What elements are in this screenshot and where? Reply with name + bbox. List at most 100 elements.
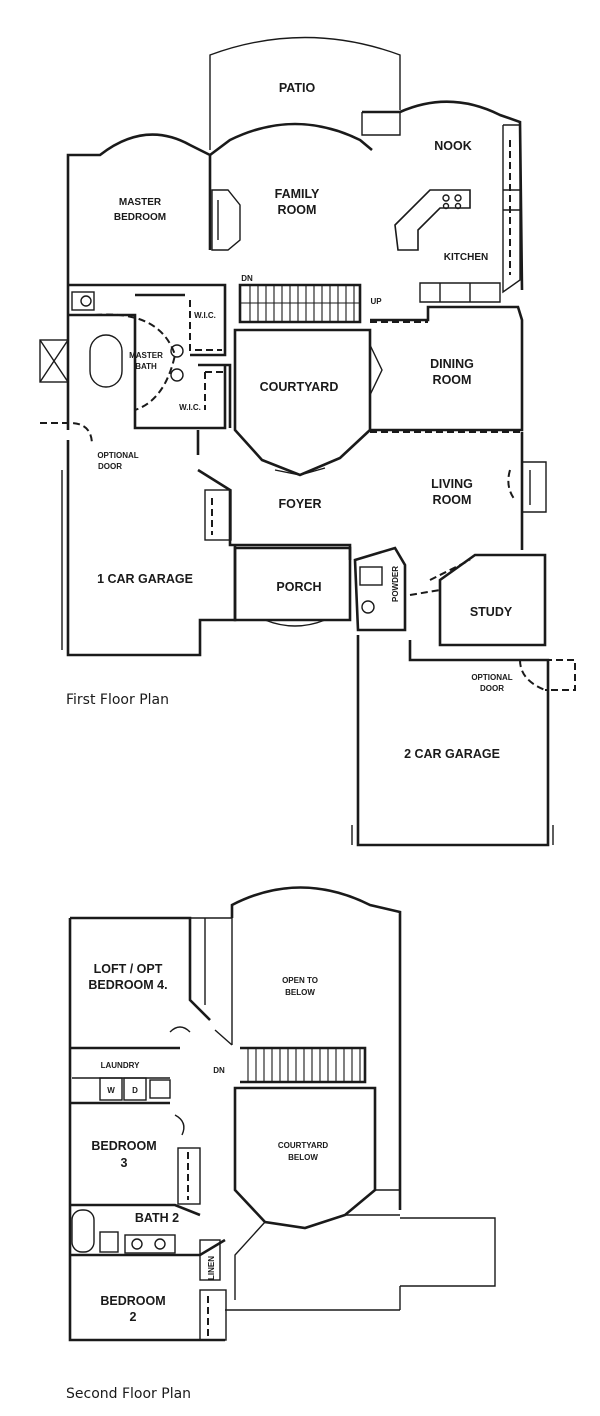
porch-step bbox=[264, 619, 326, 627]
two-car-garage-walls bbox=[356, 635, 550, 847]
open-below-west bbox=[214, 918, 233, 1046]
label-powder: POWDER bbox=[391, 566, 400, 602]
label-bedroom3: BEDROOM bbox=[91, 1139, 156, 1153]
loft-closet bbox=[189, 917, 232, 1021]
label-master-bath: MASTER bbox=[129, 351, 163, 360]
family-room-walls bbox=[209, 122, 373, 157]
label-one-car-garage: 1 CAR GARAGE bbox=[97, 572, 193, 586]
study-dash bbox=[409, 559, 471, 596]
bedroom3-walls bbox=[70, 1203, 201, 1217]
label-bedroom2: BEDROOM bbox=[100, 1294, 165, 1308]
label-dn: DN bbox=[241, 274, 253, 283]
courtyard-below-walls bbox=[233, 1086, 377, 1230]
courtyard-walls bbox=[233, 328, 372, 477]
living-fireplace bbox=[522, 461, 547, 513]
label-bedroom2: 2 bbox=[130, 1310, 137, 1324]
label-two-car-garage: 2 CAR GARAGE bbox=[404, 747, 500, 761]
label-master-bath: BATH bbox=[135, 362, 157, 371]
label-study: STUDY bbox=[470, 605, 513, 619]
bedroom2-closet bbox=[199, 1289, 227, 1341]
second-floor-south bbox=[225, 1286, 401, 1311]
living-dash bbox=[507, 469, 516, 501]
linen-closet bbox=[199, 1239, 221, 1281]
bathtub bbox=[89, 334, 123, 388]
label-loft: LOFT / OPT bbox=[94, 962, 163, 976]
wic-top-walls bbox=[135, 283, 227, 357]
first-floor-plan: PATIO NOOK MASTER BEDROOM FAMILY ROOM KI… bbox=[39, 36, 576, 847]
balcony-outline bbox=[400, 1217, 496, 1287]
powder-walls bbox=[353, 546, 407, 632]
dining-room-walls bbox=[370, 305, 524, 432]
kitchen-island bbox=[394, 189, 471, 251]
powder-toilet bbox=[359, 566, 383, 586]
label-dining-room: DINING bbox=[430, 357, 474, 371]
bath2-tub bbox=[71, 1209, 95, 1253]
shower-cross bbox=[39, 339, 69, 383]
master-sink bbox=[170, 344, 184, 358]
label-family-room: ROOM bbox=[278, 203, 317, 217]
bedroom3-door bbox=[174, 1114, 185, 1136]
label-washer: W bbox=[107, 1086, 115, 1095]
patio-outline bbox=[209, 36, 401, 150]
cooktop-burner bbox=[442, 202, 450, 210]
porch-walls bbox=[233, 546, 352, 622]
optional-door-right-arc bbox=[519, 659, 576, 691]
label-dn-second: DN bbox=[213, 1066, 225, 1075]
study-walls bbox=[438, 553, 547, 647]
label-dryer: D bbox=[132, 1086, 138, 1095]
second-floor-plan: LOFT / OPT BEDROOM 4. OPEN TO BELOW LAUN… bbox=[66, 886, 496, 1402]
nook-walls bbox=[362, 100, 524, 291]
loft-laundry-walls bbox=[70, 1046, 180, 1105]
kitchen-counter-south bbox=[419, 282, 501, 303]
cooktop-burner bbox=[454, 202, 462, 210]
stair-treads bbox=[240, 285, 360, 322]
wic-top-dash bbox=[189, 300, 222, 351]
second-stair-outline bbox=[240, 1046, 367, 1084]
label-patio: PATIO bbox=[279, 81, 316, 95]
label-master-bedroom: MASTER bbox=[119, 197, 162, 208]
one-car-garage-walls bbox=[66, 440, 237, 657]
bath2-vanity bbox=[124, 1234, 176, 1254]
label-bedroom3: 3 bbox=[121, 1156, 128, 1170]
label-courtyard-below: COURTYARD bbox=[278, 1141, 329, 1150]
master-sink bbox=[170, 368, 184, 382]
toilet-master bbox=[71, 291, 95, 311]
label-open-to-below: BELOW bbox=[285, 988, 315, 997]
label-linen: LINEN bbox=[207, 1256, 216, 1280]
bath2-sink bbox=[131, 1238, 143, 1250]
courtyard-door bbox=[274, 344, 383, 476]
wic-bottom-walls bbox=[198, 363, 232, 428]
optional-door-left-arc bbox=[40, 422, 93, 446]
label-nook: NOOK bbox=[434, 139, 472, 153]
label-laundry: LAUNDRY bbox=[101, 1061, 140, 1070]
label-optional-door-right: DOOR bbox=[480, 684, 504, 693]
laundry-sink bbox=[149, 1079, 171, 1099]
master-fireplace bbox=[211, 189, 241, 251]
foyer-closet bbox=[204, 489, 232, 541]
garage-door-trim bbox=[351, 825, 554, 845]
courtyard-below-outer bbox=[234, 1189, 400, 1300]
cooktop-burner bbox=[442, 194, 450, 202]
powder-sink bbox=[361, 600, 375, 614]
label-family-room: FAMILY bbox=[275, 187, 320, 201]
label-dining-room: ROOM bbox=[433, 373, 472, 387]
label-courtyard: COURTYARD bbox=[260, 380, 339, 394]
wic-bottom-dash bbox=[204, 371, 225, 410]
toilet-bowl bbox=[80, 295, 92, 307]
label-open-to-below: OPEN TO bbox=[282, 976, 318, 985]
label-optional-door-left: DOOR bbox=[98, 462, 122, 471]
dining-dash bbox=[370, 321, 522, 433]
loft-door bbox=[169, 1026, 191, 1033]
label-loft: BEDROOM 4. bbox=[88, 978, 167, 992]
label-optional-door-right: OPTIONAL bbox=[471, 673, 512, 682]
kitchen-counter-east bbox=[502, 124, 521, 294]
master-bedroom-walls bbox=[66, 133, 212, 287]
label-master-bedroom: BEDROOM bbox=[114, 212, 166, 223]
bedroom3-closet bbox=[177, 1147, 201, 1205]
cooktop-burner bbox=[454, 194, 462, 202]
bath2-sink bbox=[154, 1238, 166, 1250]
label-living-room: LIVING bbox=[431, 477, 473, 491]
open-to-below-walls bbox=[230, 886, 402, 1210]
second-floor-caption: Second Floor Plan bbox=[66, 1386, 191, 1402]
